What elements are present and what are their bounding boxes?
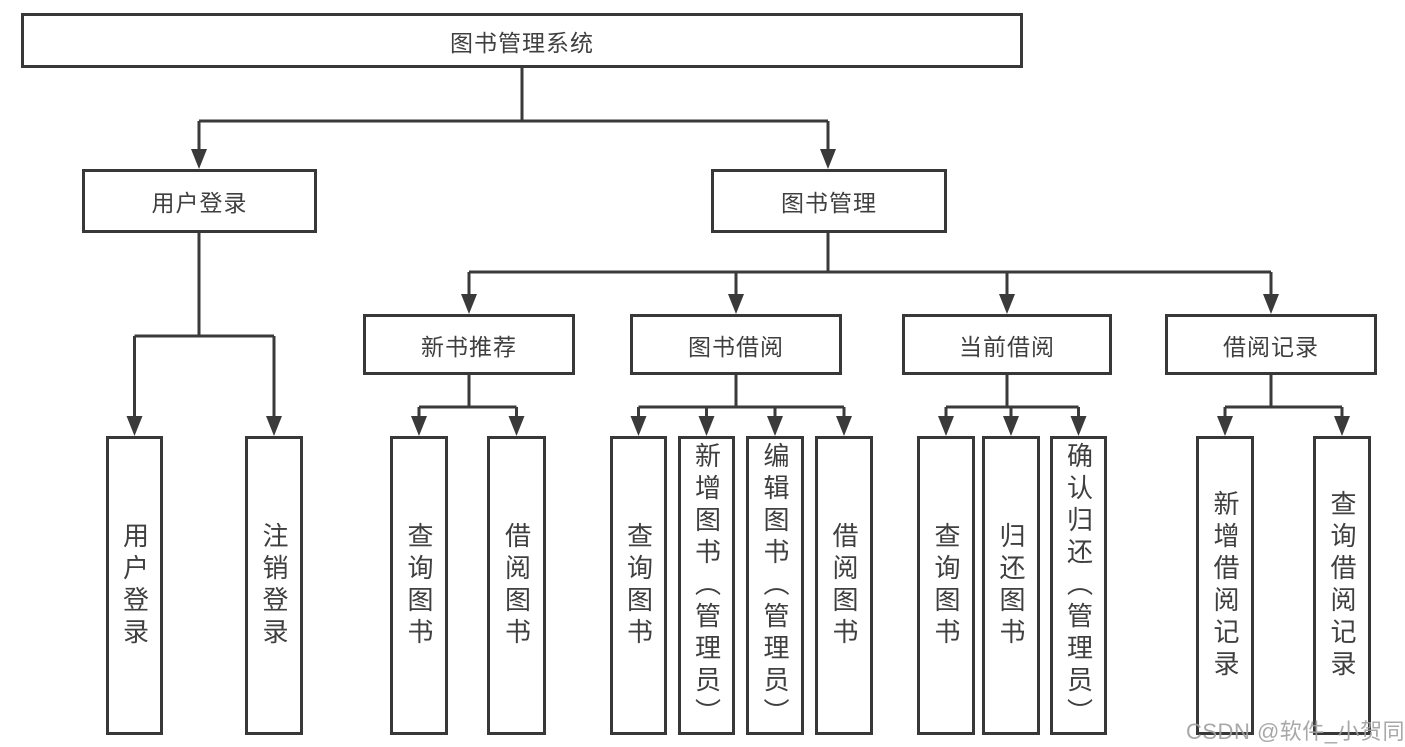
node-current-borrowing: 当前借阅 — [902, 314, 1112, 375]
arrowhead — [728, 294, 744, 314]
leaf-query-books-borrowing: 查询图书 — [610, 436, 667, 735]
leaf-logout: 注销登录 — [245, 436, 303, 735]
arrowhead — [1070, 416, 1087, 436]
leaf-user-login: 用户登录 — [106, 436, 163, 735]
arrowhead — [938, 416, 954, 436]
leaf-return-books: 归还图书 — [982, 436, 1040, 735]
arrowhead — [836, 416, 852, 436]
arrowhead — [698, 416, 715, 436]
arrowhead — [999, 294, 1015, 314]
arrowhead — [126, 416, 143, 436]
arrowhead — [461, 294, 477, 314]
leaf-borrow-books: 借阅图书 — [815, 436, 873, 735]
leaf-query-books-current: 查询图书 — [917, 436, 975, 735]
arrowhead — [266, 416, 282, 436]
arrowhead — [1263, 294, 1279, 314]
arrowhead — [1003, 416, 1019, 436]
node-new-book-recommend: 新书推荐 — [363, 314, 575, 375]
connector-current-to-leaves — [938, 375, 1087, 436]
node-book-borrowing: 图书借阅 — [630, 314, 842, 375]
connector-recommend-to-leaves — [411, 375, 525, 436]
connector-login-to-leaves — [126, 233, 282, 436]
node-root-library-system: 图书管理系统 — [21, 13, 1023, 68]
leaf-edit-books-admin: 编辑图书（管理员） — [746, 436, 804, 735]
connector-borrowing-to-leaves — [630, 375, 852, 436]
leaf-borrow-books-recommend: 借阅图书 — [487, 436, 546, 735]
node-user-login: 用户登录 — [82, 169, 317, 233]
arrowhead — [630, 416, 647, 436]
arrowhead — [1217, 416, 1233, 436]
node-borrowing-records: 借阅记录 — [1165, 314, 1377, 375]
connector-management-to-level3 — [461, 233, 1279, 314]
arrowhead — [508, 416, 525, 436]
arrowhead — [767, 416, 783, 436]
node-book-management: 图书管理 — [711, 169, 947, 233]
arrowhead — [411, 416, 427, 436]
connector-records-to-leaves — [1217, 375, 1350, 436]
leaf-add-borrow-record: 新增借阅记录 — [1196, 436, 1254, 735]
arrowhead — [191, 149, 207, 169]
arrowhead — [820, 149, 836, 169]
connector-root-to-level2 — [191, 68, 836, 169]
leaf-query-borrow-record: 查询借阅记录 — [1313, 436, 1371, 735]
leaf-confirm-return-admin: 确认归还（管理员） — [1050, 436, 1107, 735]
leaf-query-books-recommend: 查询图书 — [390, 436, 448, 735]
csdn-watermark: CSDN @软件_小贺同学 — [1186, 719, 1405, 744]
leaf-add-books-admin: 新增图书（管理员） — [678, 436, 735, 735]
arrowhead — [1334, 416, 1350, 436]
